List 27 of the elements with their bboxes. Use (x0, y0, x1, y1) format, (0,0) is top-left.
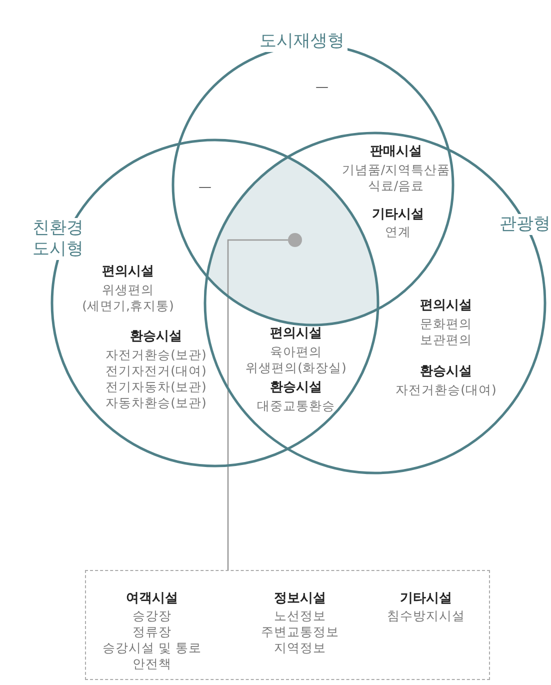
empty-mark: — (198, 180, 212, 196)
facility-list: 육아편의 위생편의(화장실) (246, 344, 346, 376)
facility-list: 승강장 정류장 승강시설 및 통로 안전책 (102, 608, 202, 672)
facility-heading: 편의시설 (102, 264, 154, 280)
facility-list: 침수방지시설 (387, 608, 465, 624)
facility-list: 연계 (385, 224, 411, 240)
facility-heading: 환승시설 (270, 380, 322, 396)
facility-heading: 편의시설 (270, 326, 322, 342)
dot-marker (287, 232, 303, 248)
facility-heading: 판매시설 (370, 144, 422, 160)
facility-heading: 환승시설 (130, 329, 182, 345)
empty-mark: — (316, 80, 328, 96)
facility-list: 문화편의 보관편의 (420, 316, 472, 348)
facility-list: 노선정보 주변교통정보 지역정보 (261, 608, 339, 656)
facility-heading: 기타시설 (372, 207, 424, 223)
facility-list: 자전거환승(대여) (396, 382, 496, 398)
dashed-box (85, 570, 490, 680)
facility-list: 자전거환승(보관) 전기자전거(대여) 전기자동차(보관) 자동차환승(보관) (106, 347, 206, 411)
facility-list: 기념품/지역특산품 식료/음료 (342, 162, 450, 194)
facility-heading: 정보시설 (274, 591, 326, 607)
facility-heading: 환승시설 (420, 364, 472, 380)
facility-list: 위생편의 (세면기,휴지통) (82, 282, 174, 314)
facility-heading: 편의시설 (420, 298, 472, 314)
leader-line (227, 239, 288, 570)
facility-list: 대중교통환승 (257, 398, 335, 414)
facility-heading: 여객시설 (126, 591, 178, 607)
facility-heading: 기타시설 (400, 591, 452, 607)
